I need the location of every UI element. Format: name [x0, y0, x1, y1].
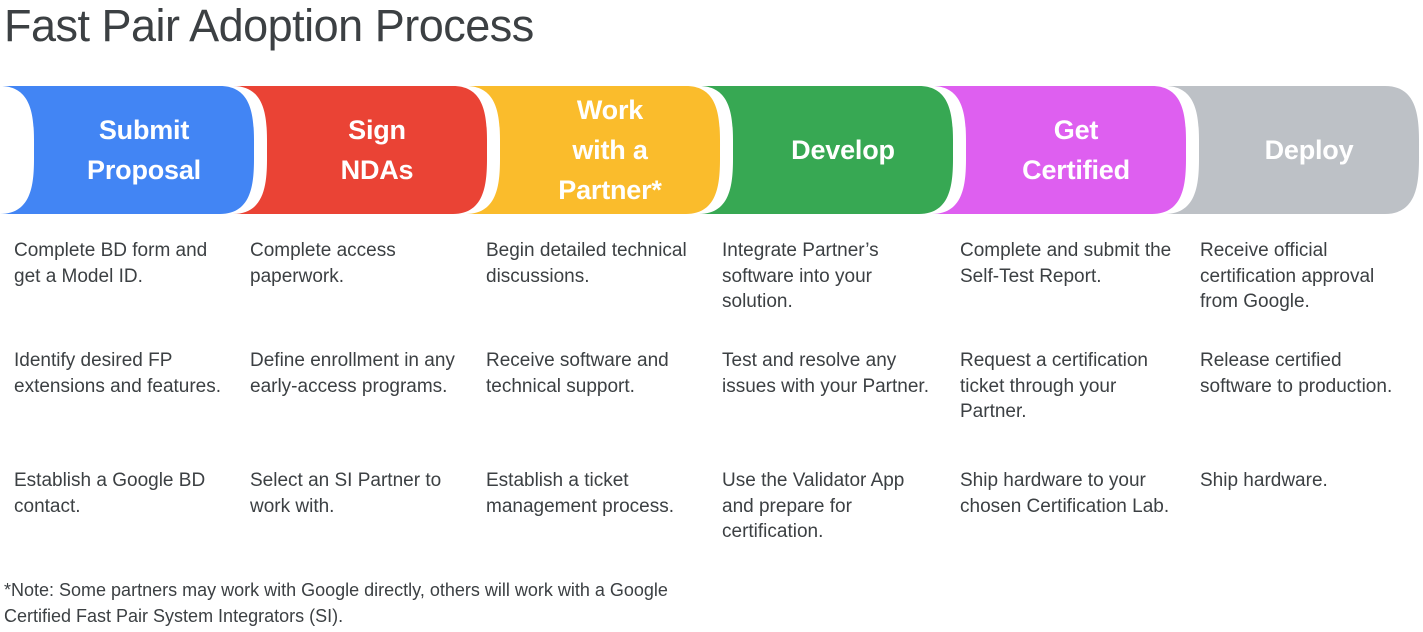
detail-item: Receive software and technical support.: [486, 350, 669, 397]
detail-item: Begin detailed technical discussions.: [486, 240, 687, 287]
stage-chevron-develop[interactable]: [699, 86, 954, 214]
detail-item: Use the Validator App and prepare for ce…: [722, 470, 905, 542]
stage-chevron-shapes: [0, 86, 1420, 214]
detail-item: Complete access paperwork.: [250, 240, 396, 287]
detail-item: Complete BD form and get a Model ID.: [14, 240, 208, 287]
detail-item: Test and resolve any issues with your Pa…: [722, 350, 929, 397]
page-title: Fast Pair Adoption Process: [4, 0, 534, 51]
stage-chevron-sign-ndas[interactable]: [233, 86, 488, 214]
detail-item: Identify desired FP extensions and featu…: [14, 350, 222, 397]
detail-item: Ship hardware to your chosen Certificati…: [960, 470, 1170, 517]
stage-details-grid: Complete BD form and get a Model ID. Iden…: [0, 238, 1423, 568]
stage-chevron-work-with-a-partner[interactable]: [466, 86, 721, 214]
stage-chevron-deploy[interactable]: [1165, 86, 1420, 214]
detail-item: Complete and submit the Self-Test Report…: [960, 240, 1172, 287]
detail-item: Establish a Google BD contact.: [14, 470, 206, 517]
detail-item: Integrate Partner’s software into your s…: [722, 240, 879, 312]
stage-chevron-get-certified[interactable]: [932, 86, 1187, 214]
footnote-note: *Note: Some partners may work with Googl…: [4, 580, 668, 626]
detail-item: Select an SI Partner to work with.: [250, 470, 442, 517]
detail-item: Request a certification ticket through y…: [960, 350, 1148, 422]
detail-item: Release certified software to production…: [1200, 350, 1393, 397]
detail-item: Ship hardware.: [1200, 470, 1328, 491]
detail-item: Define enrollment in any early-access pr…: [250, 350, 455, 397]
stage-chevron-submit-proposal[interactable]: [0, 86, 255, 214]
detail-item: Receive official certification approval …: [1200, 240, 1375, 312]
detail-item: Establish a ticket management process.: [486, 470, 674, 517]
